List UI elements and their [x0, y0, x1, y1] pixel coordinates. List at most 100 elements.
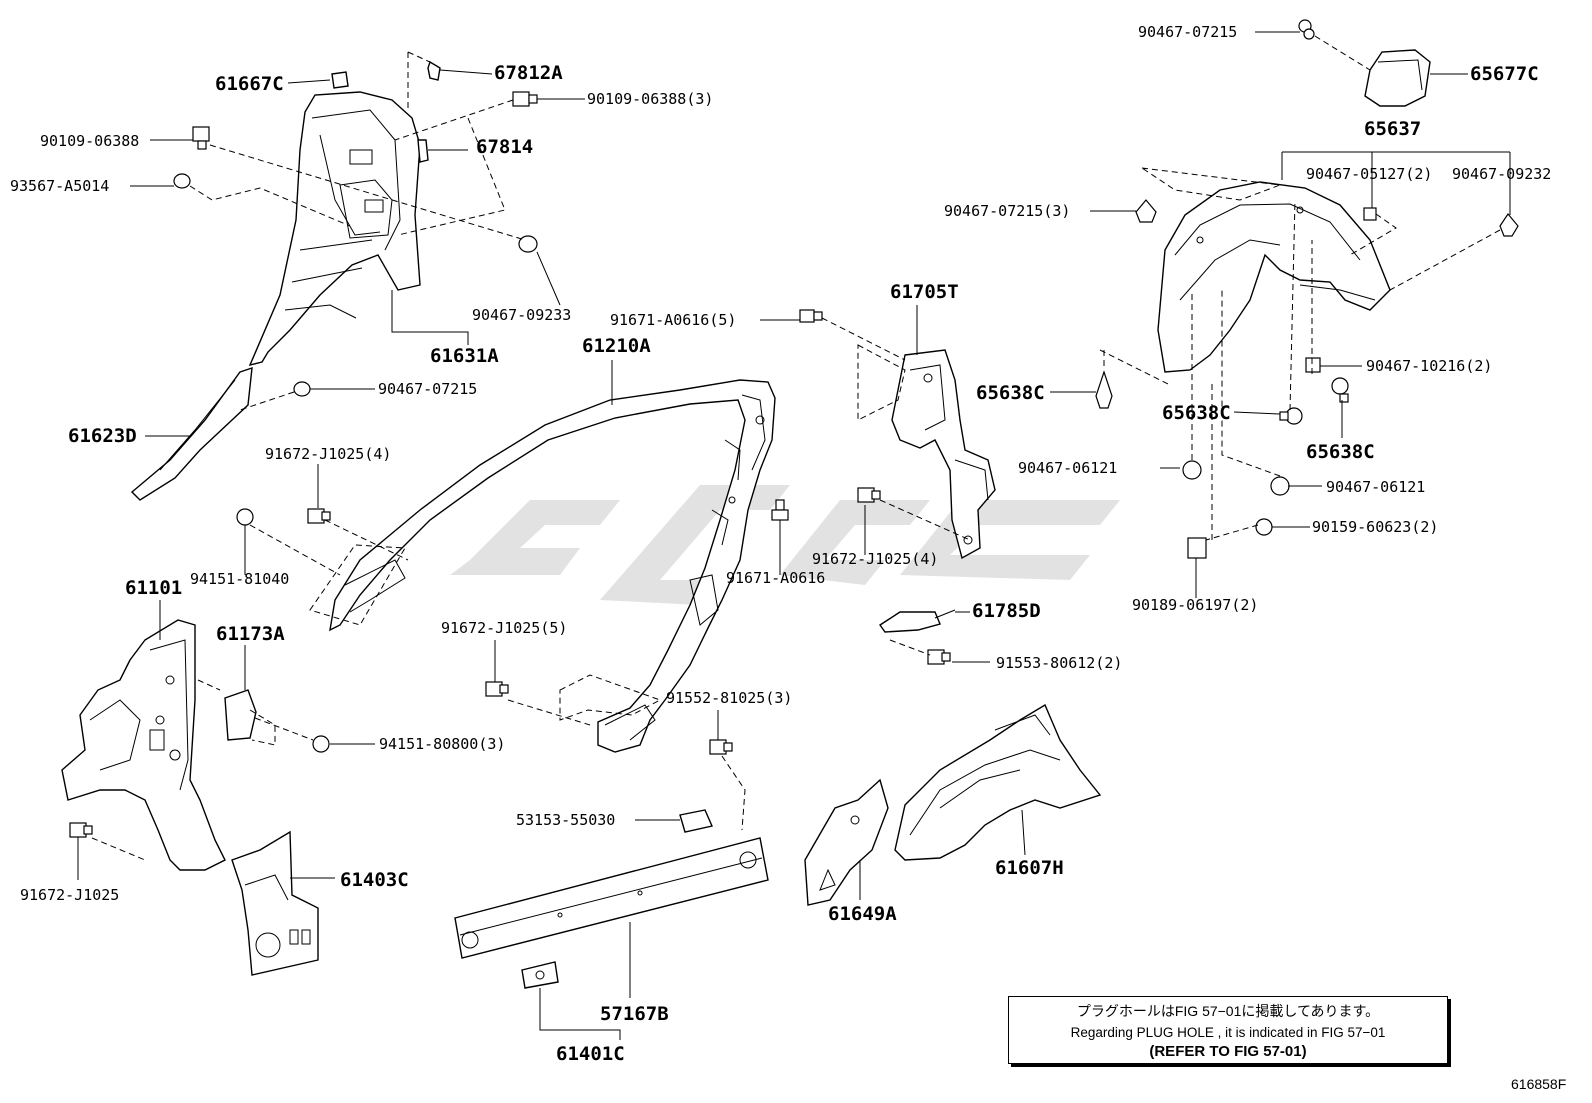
label-61101: 61101 — [125, 577, 182, 599]
label-90467-07215-left: 90467-07215 — [378, 380, 477, 398]
clip-icon — [1363, 207, 1377, 221]
label-94151-81040: 94151-81040 — [190, 570, 289, 588]
part-67814-drawing — [417, 139, 429, 163]
label-91672-J1025: 91672-J1025 — [20, 886, 119, 904]
clip-icon — [1095, 370, 1113, 409]
part-61649A-drawing — [804, 778, 889, 906]
note-line-refer: (REFER TO FIG 57-01) — [1149, 1043, 1307, 1060]
part-61705T-drawing — [891, 349, 996, 560]
note-line-japanese: プラグホールはFIG 57−01に掲載してあります。 — [1076, 1003, 1380, 1019]
nut-icon — [236, 508, 254, 526]
dashed-line-57167B — [721, 755, 746, 831]
bolt-icon — [799, 309, 823, 323]
label-90467-09233: 90467-09233 — [472, 306, 571, 324]
part-61667C-drawing — [331, 71, 349, 89]
part-61403C-drawing — [231, 830, 319, 976]
label-90159-60623-2: 90159-60623(2) — [1312, 518, 1438, 536]
part-57167B-drawing — [454, 837, 769, 959]
label-91552-81025-3: 91552-81025(3) — [666, 689, 792, 707]
bolt-icon — [69, 822, 93, 838]
bolt-icon — [512, 91, 538, 107]
part-65637-drawing — [1157, 181, 1391, 373]
clip-icon — [1499, 212, 1519, 237]
watermark-logo — [450, 485, 1120, 605]
label-90467-06121-right: 90467-06121 — [1326, 478, 1425, 496]
label-91672-J1025-4-left: 91672-J1025(4) — [265, 445, 391, 463]
label-61631A: 61631A — [430, 345, 499, 367]
label-65638C-center: 65638C — [976, 382, 1045, 404]
clip-icon — [1135, 199, 1157, 223]
part-61607H-drawing — [894, 703, 1102, 861]
nut-icon — [312, 735, 330, 753]
bolt-icon — [927, 649, 951, 665]
label-61705T: 61705T — [890, 281, 959, 303]
part-65677C-drawing — [1364, 49, 1431, 107]
part-53153-55030-drawing — [679, 809, 713, 833]
label-90467-09232: 90467-09232 — [1452, 165, 1551, 183]
clip-icon — [1305, 357, 1321, 373]
part-61631A-drawing — [248, 91, 421, 367]
label-65638C-right: 65638C — [1306, 441, 1375, 463]
label-90467-07215-top: 90467-07215 — [1138, 23, 1237, 41]
dashed-box-61210A-lower — [309, 544, 406, 626]
clip-icon — [518, 235, 538, 253]
part-61623D-drawing — [130, 366, 253, 501]
part-61785D-drawing — [879, 609, 956, 633]
label-90467-05127-2: 90467-05127(2) — [1306, 165, 1432, 183]
dashed-box-61173A — [249, 709, 276, 746]
clip-icon — [293, 381, 311, 397]
label-67812A: 67812A — [494, 62, 563, 84]
bolt-icon — [485, 681, 509, 697]
part-61101-drawing — [61, 619, 226, 871]
bolt-icon — [1331, 377, 1349, 403]
nut-icon — [1270, 476, 1290, 496]
label-90467-06121-left: 90467-06121 — [1018, 459, 1117, 477]
label-91672-J1025-5: 91672-J1025(5) — [441, 619, 567, 637]
bolt-icon — [709, 739, 733, 755]
clip-icon — [1187, 537, 1207, 559]
label-61401C: 61401C — [556, 1043, 625, 1065]
part-61210A-drawing — [329, 379, 776, 753]
label-90467-10216-2: 90467-10216(2) — [1366, 357, 1492, 375]
label-91672-J1025-4-right: 91672-J1025(4) — [812, 550, 938, 568]
bolt-icon — [771, 499, 789, 521]
label-90109-06388-3: 90109-06388(3) — [587, 90, 713, 108]
part-67812A-drawing — [427, 60, 493, 81]
note-line-english: Regarding PLUG HOLE , it is indicated in… — [1070, 1025, 1386, 1040]
part-61173A-drawing — [224, 689, 257, 741]
label-61173A: 61173A — [216, 623, 285, 645]
dashed-box-61210A-bottom — [559, 674, 662, 721]
nut-icon — [1182, 460, 1202, 480]
dashed-box-61705T — [857, 344, 906, 421]
label-61403C: 61403C — [340, 869, 409, 891]
label-94151-80800-3: 94151-80800(3) — [379, 735, 505, 753]
label-61667C: 61667C — [215, 73, 284, 95]
label-67814: 67814 — [476, 136, 533, 158]
label-65677C: 65677C — [1470, 63, 1539, 85]
reference-note-box: プラグホールはFIG 57−01に掲載してあります。 Regarding PLU… — [1008, 996, 1448, 1064]
part-61401C-drawing — [521, 961, 559, 989]
clip-icon — [1298, 19, 1315, 40]
leader-lines — [77, 31, 1511, 1040]
figure-number: 616858F — [1511, 1076, 1567, 1092]
label-93567-A5014: 93567-A5014 — [10, 177, 109, 195]
label-91671-A0616-5: 91671-A0616(5) — [610, 311, 736, 329]
label-61607H: 61607H — [995, 857, 1064, 879]
clip-icon — [1255, 518, 1273, 536]
dashed-box-65637-upper — [1141, 167, 1281, 201]
label-57167B: 57167B — [600, 1003, 669, 1025]
label-65637: 65637 — [1364, 118, 1421, 140]
label-61649A: 61649A — [828, 903, 897, 925]
fasteners — [69, 19, 1519, 838]
label-61623D: 61623D — [68, 425, 137, 447]
label-90109-06388: 90109-06388 — [40, 132, 139, 150]
bolt-icon — [857, 487, 881, 503]
label-65638C-mid: 65638C — [1162, 402, 1231, 424]
label-61785D: 61785D — [972, 600, 1041, 622]
clip-icon — [173, 173, 191, 189]
label-90467-07215-3: 90467-07215(3) — [944, 202, 1070, 220]
label-91671-A0616: 91671-A0616 — [726, 569, 825, 587]
label-91553-80612-2: 91553-80612(2) — [996, 654, 1122, 672]
